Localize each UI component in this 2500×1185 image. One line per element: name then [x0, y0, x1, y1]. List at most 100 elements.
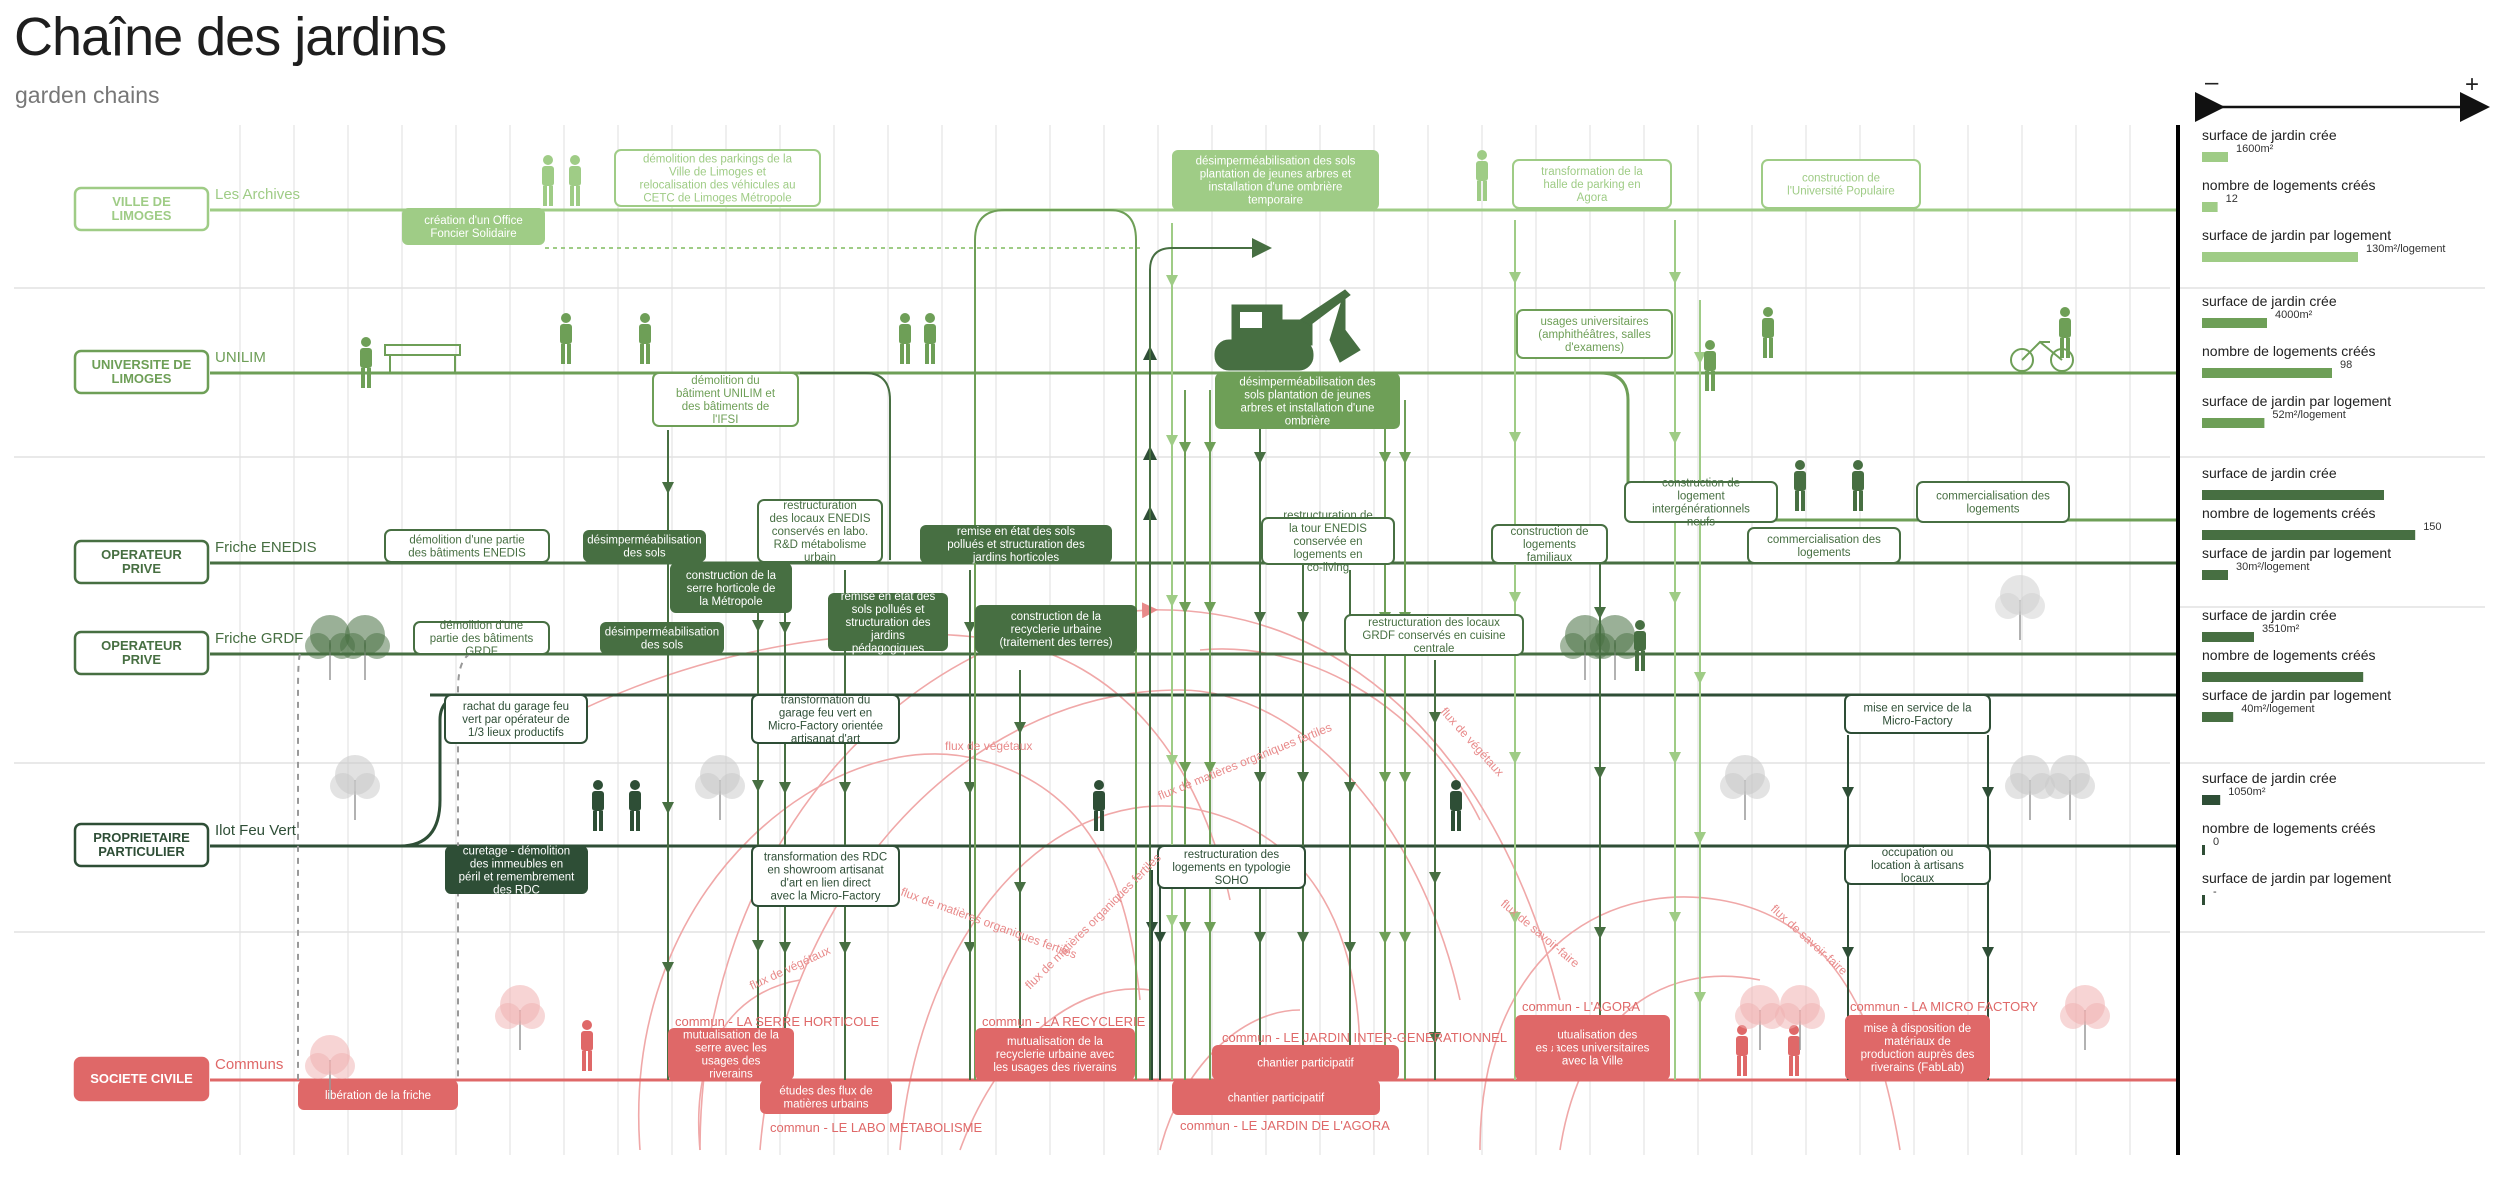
action-box-frame — [445, 846, 588, 894]
row-separators — [14, 287, 2485, 933]
actor-badge — [73, 822, 210, 868]
stat-label: surface de jardin crée — [2202, 293, 2337, 309]
connector-arrow — [1179, 602, 1191, 614]
tree-icon — [305, 1035, 355, 1100]
excavator-icon — [1214, 289, 1361, 371]
connector-arrow — [1594, 607, 1606, 619]
stat-label: surface de jardin crée — [2202, 770, 2337, 786]
stat-bar — [2202, 368, 2332, 378]
action-box: chantier participatif — [1212, 1045, 1399, 1080]
action-box-frame — [975, 605, 1137, 653]
connector-arrow — [1254, 452, 1266, 464]
connector-arrow — [1669, 752, 1681, 764]
person-icon — [1450, 780, 1462, 831]
actor-badge — [73, 186, 210, 232]
action-box-label: chantier participatif — [1257, 1058, 1354, 1070]
action-box-frame — [1344, 614, 1524, 656]
scale-minus: – — [2205, 69, 2219, 96]
connector-arrow — [1694, 672, 1706, 684]
flow-label: flux de matières organiques fertiles — [1022, 851, 1163, 992]
connector-arrow — [839, 942, 851, 954]
connector-arrow — [1694, 832, 1706, 844]
bench-icon — [384, 344, 461, 372]
stat-value: 4000m² — [2275, 309, 2313, 321]
connector-arrow — [1429, 872, 1441, 884]
person-icon — [1093, 780, 1105, 831]
site-name: Friche ENEDIS — [215, 539, 317, 556]
stat-bar — [2202, 672, 2364, 682]
action-box-frame — [583, 530, 706, 562]
connector-arrow — [1297, 772, 1309, 784]
person-icon — [560, 313, 572, 364]
connector-arrow — [1166, 755, 1178, 767]
stat-bar — [2202, 895, 2205, 905]
action-box-frame — [413, 621, 550, 655]
stat-value: 0 — [2213, 836, 2219, 848]
site-name: Les Archives — [215, 186, 300, 203]
connector-arrow — [1014, 722, 1026, 734]
stat-bar — [2202, 530, 2416, 540]
tree-icon — [330, 755, 380, 820]
flow-label: flux de végétaux — [747, 943, 832, 993]
action-box-frame — [1512, 159, 1672, 209]
stat-bar — [2202, 202, 2218, 212]
connector-arrow — [1166, 275, 1178, 287]
person-icon — [542, 155, 554, 206]
person-icon — [592, 780, 604, 831]
person-icon — [899, 313, 911, 364]
stat-bar — [2202, 712, 2234, 722]
action-box-label: usages universitaires(amphithéâtres, sal… — [1538, 316, 1651, 354]
connector-arrow — [1154, 932, 1166, 944]
stat-label: surface de jardin par logement — [2202, 545, 2391, 561]
connector-arrow — [1344, 782, 1356, 794]
person-icon — [581, 1020, 593, 1071]
action-box-frame — [600, 622, 724, 654]
connector-arrow — [964, 942, 976, 954]
action-box: libération de la friche — [298, 1080, 458, 1110]
action-box-frame — [920, 525, 1112, 563]
connector-arrow — [1594, 927, 1606, 939]
site-name: Communs — [215, 1056, 283, 1073]
action-box-frame — [1491, 524, 1608, 564]
connector-arrow — [1669, 592, 1681, 604]
stat-label: surface de jardin par logement — [2202, 393, 2391, 409]
tree-icon — [1995, 575, 2045, 640]
connector-arrow — [1594, 767, 1606, 779]
connector-arrow — [1694, 352, 1706, 364]
action-box-frame — [1844, 694, 1991, 734]
connector-arrow — [779, 782, 791, 794]
person-icon — [1634, 620, 1646, 671]
connector-arrow — [1254, 772, 1266, 784]
connector-arrow — [1379, 932, 1391, 944]
connector-arrow — [1204, 762, 1216, 774]
